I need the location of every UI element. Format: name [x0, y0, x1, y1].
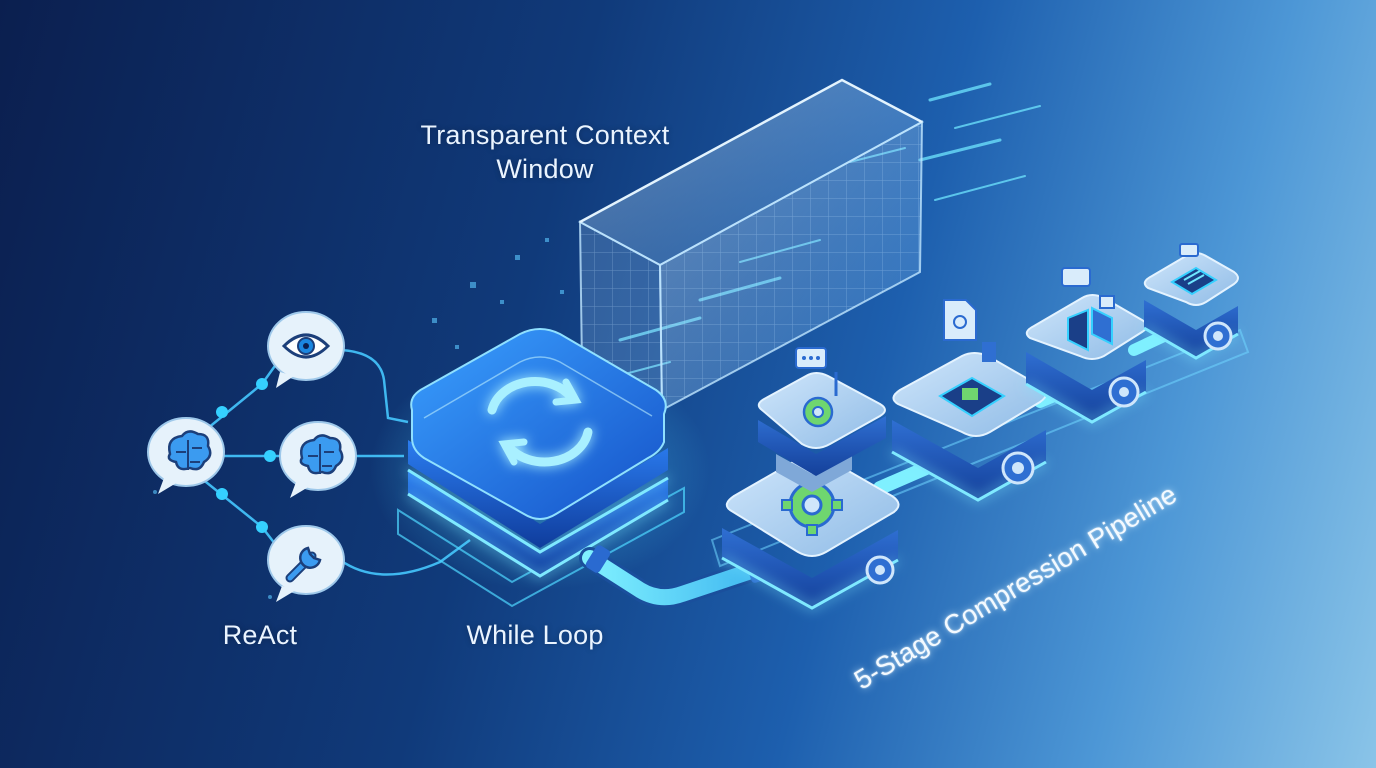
react-bubble-think	[147, 417, 225, 494]
list-icon	[1061, 267, 1115, 309]
while-loop-block	[370, 328, 710, 608]
context-window-box	[577, 78, 925, 412]
gear-icon	[1203, 321, 1233, 351]
react-bubble-reason	[279, 421, 357, 498]
document-icon	[943, 299, 996, 362]
gear-icon	[802, 396, 834, 428]
refresh-icon	[487, 377, 593, 467]
while-loop-label: While Loop	[466, 620, 604, 650]
eye-icon	[281, 333, 331, 359]
chat-icon	[795, 347, 838, 396]
wrench-icon	[285, 546, 322, 583]
pipeline-stage-3	[1025, 267, 1148, 424]
document-icon	[1067, 306, 1113, 352]
brain-icon	[299, 434, 344, 475]
background-particles	[153, 238, 564, 599]
react-connector-nodes	[216, 378, 276, 533]
brain-icon	[167, 430, 212, 471]
gear-icon	[1108, 376, 1140, 408]
list-icon	[1170, 266, 1218, 296]
pipeline-stage-2	[891, 299, 1047, 502]
pipeline-stage-1	[721, 347, 900, 610]
chip-icon	[938, 376, 1006, 418]
gear-icon	[865, 555, 895, 585]
react-label: ReAct	[222, 620, 298, 650]
gear-icon	[1001, 451, 1035, 485]
pipeline-stage-4	[1143, 243, 1239, 360]
react-bubble-act	[267, 525, 345, 602]
react-bubble-observe	[267, 311, 345, 388]
context-window-label: Transparent Context Window	[420, 120, 670, 184]
